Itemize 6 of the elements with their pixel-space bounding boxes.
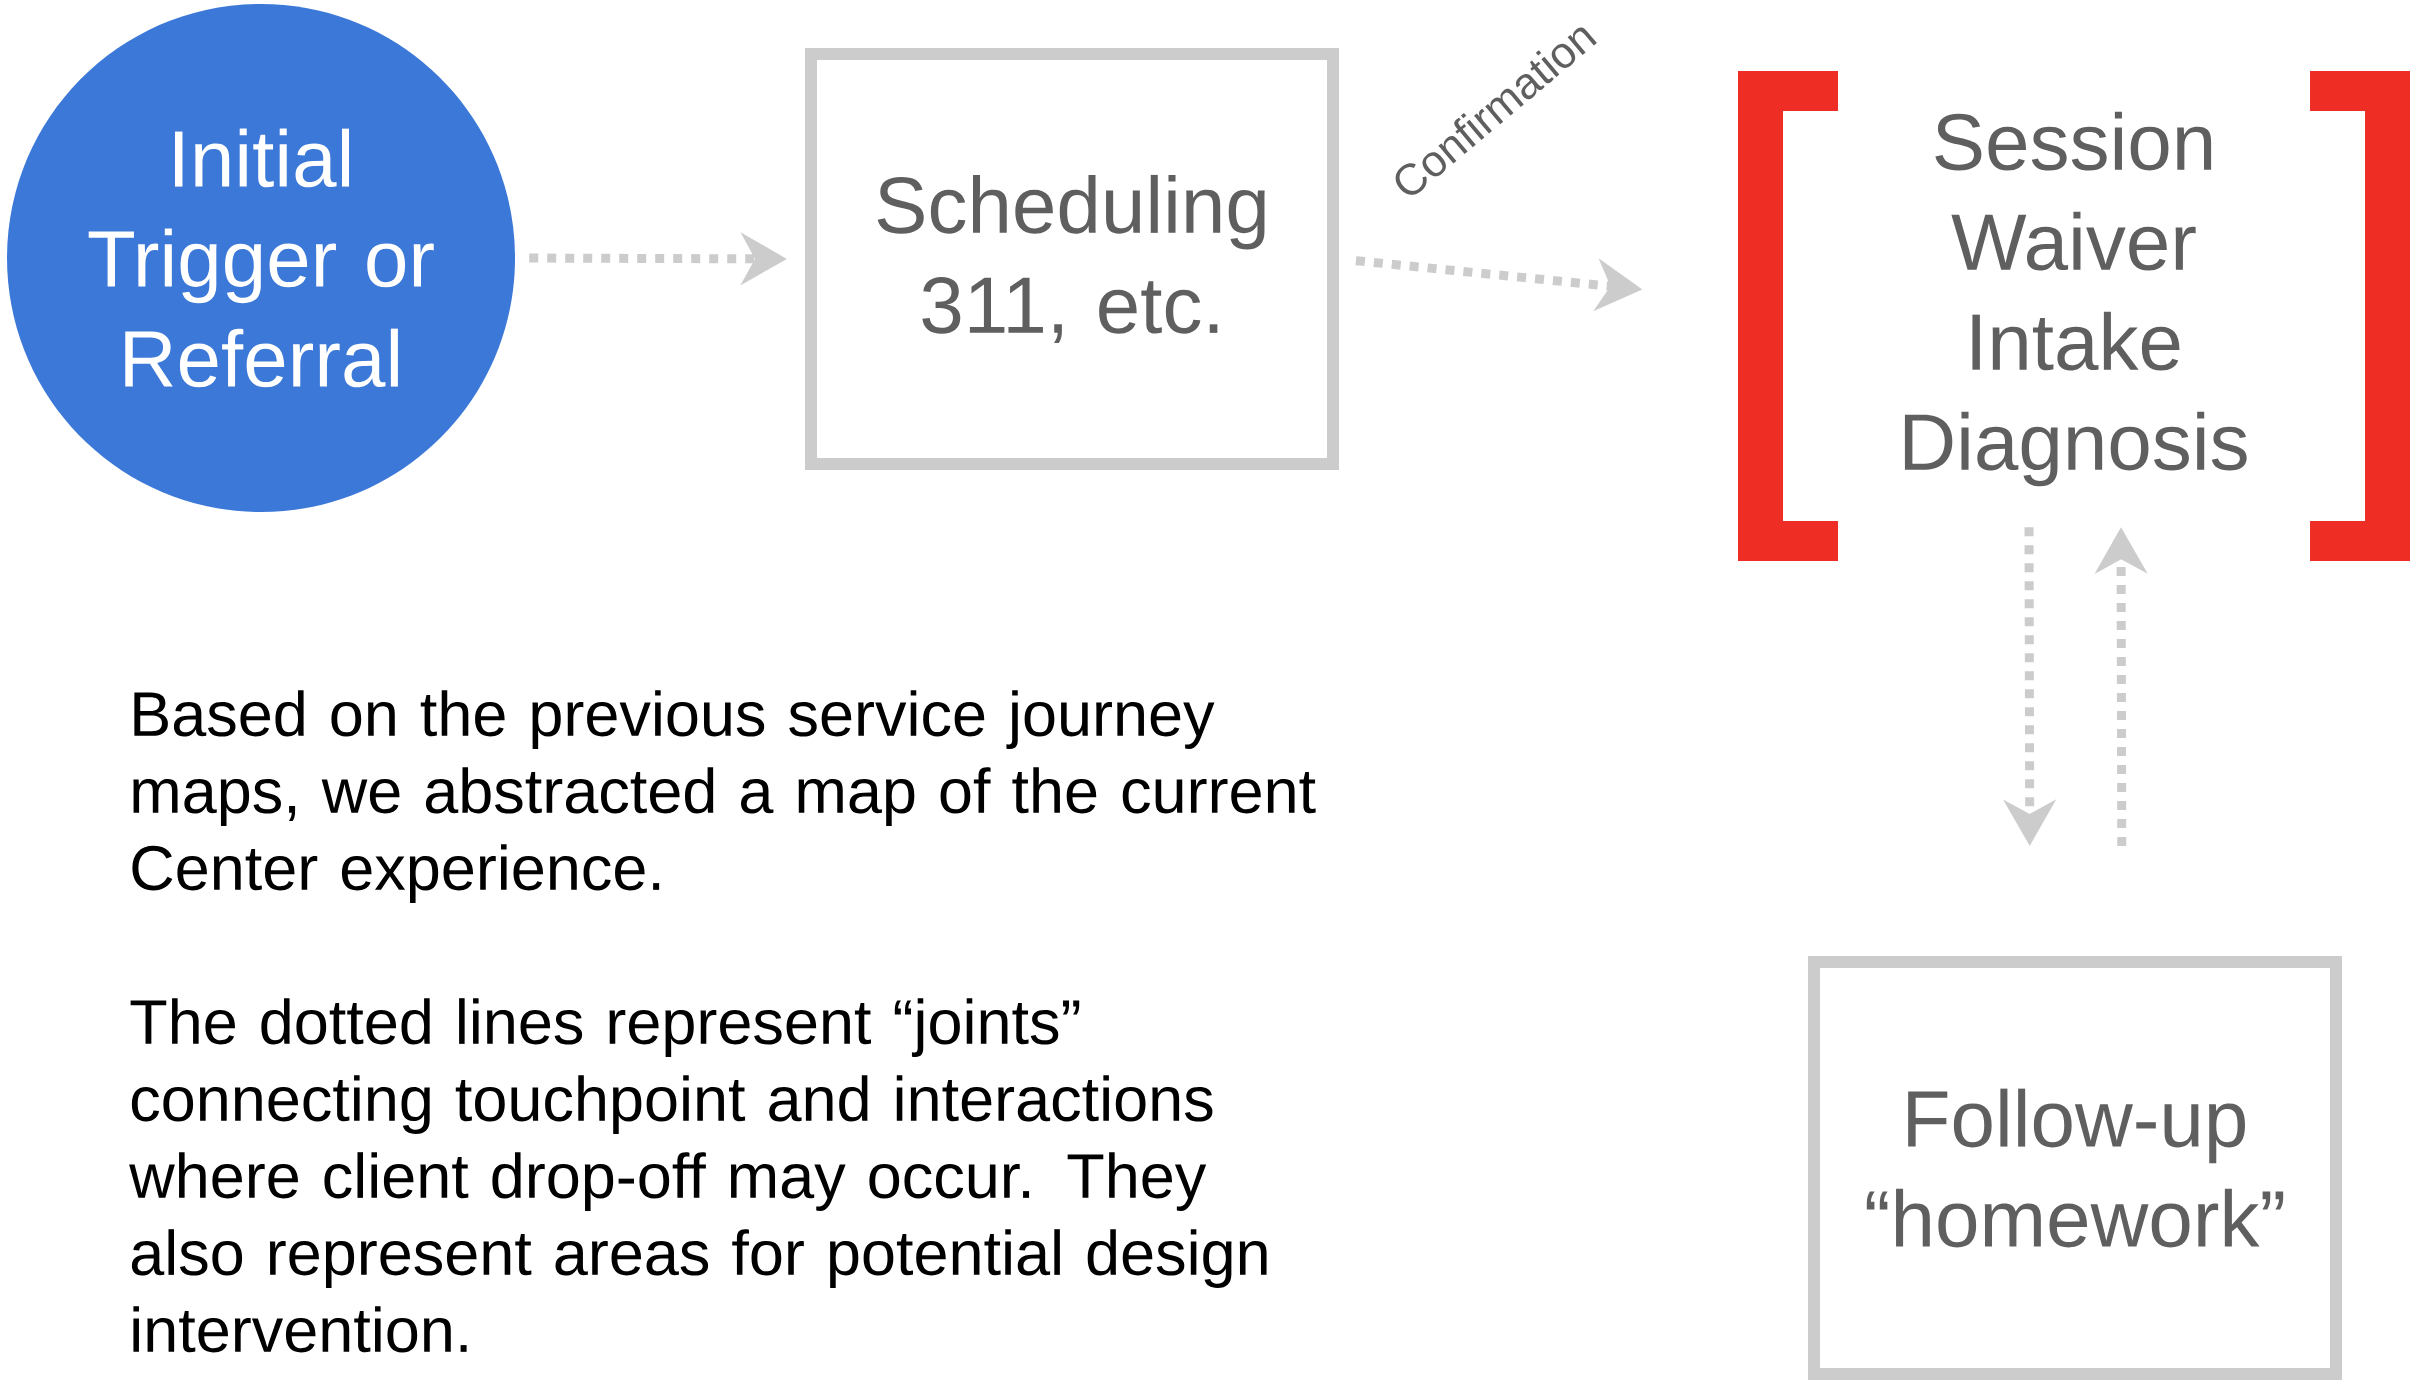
paragraph: Based on the previous service journey maps, we abstracted a map of the current Center experience. [132, 690, 1316, 903]
paragraph: The dotted lines represent “joints” connecting touchpoint and interactions where client drop-off may occur. They also represent areas for potential design intervention. [129, 998, 1267, 1353]
process-box: Scheduling 311, etc. [805, 48, 1339, 470]
bracketed-step: Session Waiver Intake Diagnosis [1738, 71, 2410, 561]
process-box: Follow-up “homework” [1808, 956, 2342, 1380]
node-label: Session Waiver Intake Diagnosis [1904, 111, 2247, 487]
